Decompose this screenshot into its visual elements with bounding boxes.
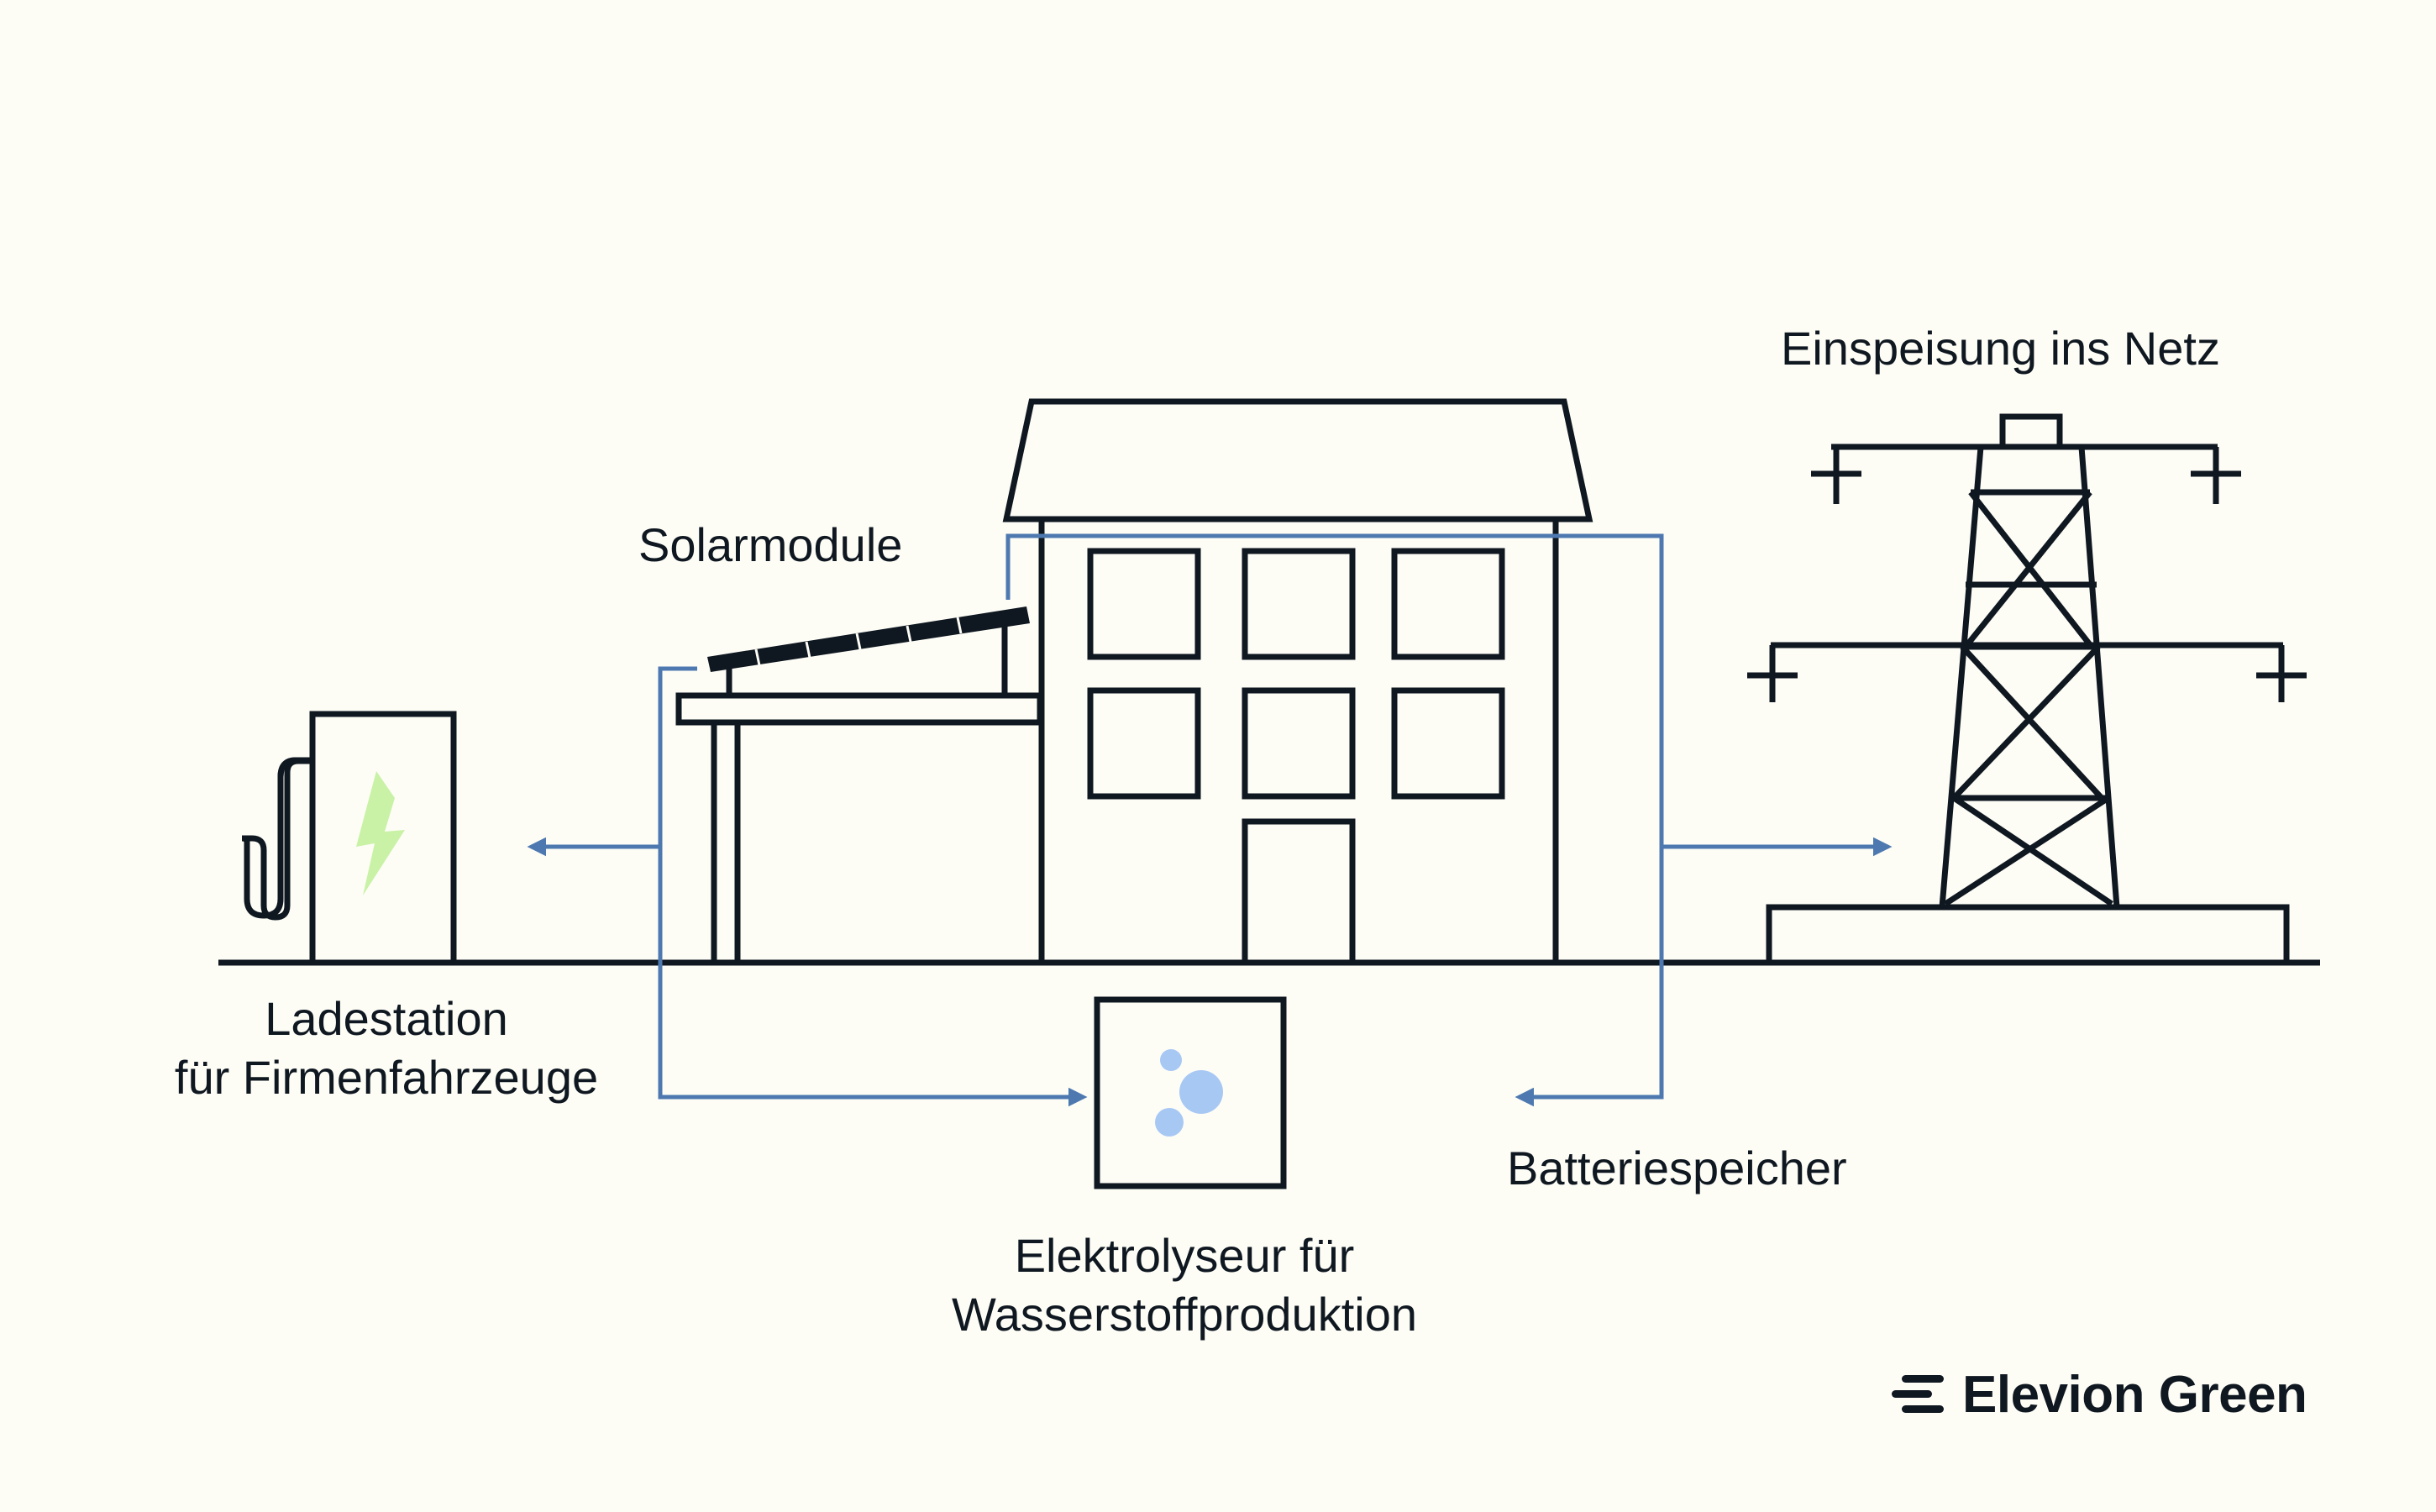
building-icon	[1002, 398, 1593, 966]
label-grid-feed-in: Einspeisung ins Netz	[1781, 322, 2220, 375]
label-charging-station: Ladestation für Firmenfahrzeuge	[126, 990, 647, 1107]
brand-logo-mark	[1892, 1375, 1944, 1413]
energy-flow-lines	[527, 533, 1893, 1107]
brand-name: Elevion Green	[1962, 1365, 2307, 1424]
electrolyzer-icon	[1094, 996, 1287, 1189]
label-charging-station-line1: Ladestation	[265, 992, 508, 1045]
label-electrolyzer-line1: Elektrolyseur für	[1014, 1229, 1355, 1282]
lightning-icon	[356, 771, 405, 895]
label-battery-storage: Batteriespeicher	[1507, 1142, 1847, 1194]
power-pylon-icon	[1747, 413, 2307, 966]
label-solar-modules: Solarmodule	[638, 518, 903, 571]
label-electrolyzer: Elektrolyseur für Wasserstoffproduktion	[882, 1226, 1487, 1344]
ev-charger-icon	[242, 711, 457, 966]
charger-cable	[242, 758, 312, 921]
brand-logo: Elevion Green	[1890, 1361, 2307, 1428]
label-electrolyzer-line2: Wasserstoffproduktion	[951, 1288, 1418, 1341]
solar-panel-icon	[707, 606, 1030, 672]
label-charging-station-line2: für Firmenfahrzeuge	[174, 1051, 599, 1104]
